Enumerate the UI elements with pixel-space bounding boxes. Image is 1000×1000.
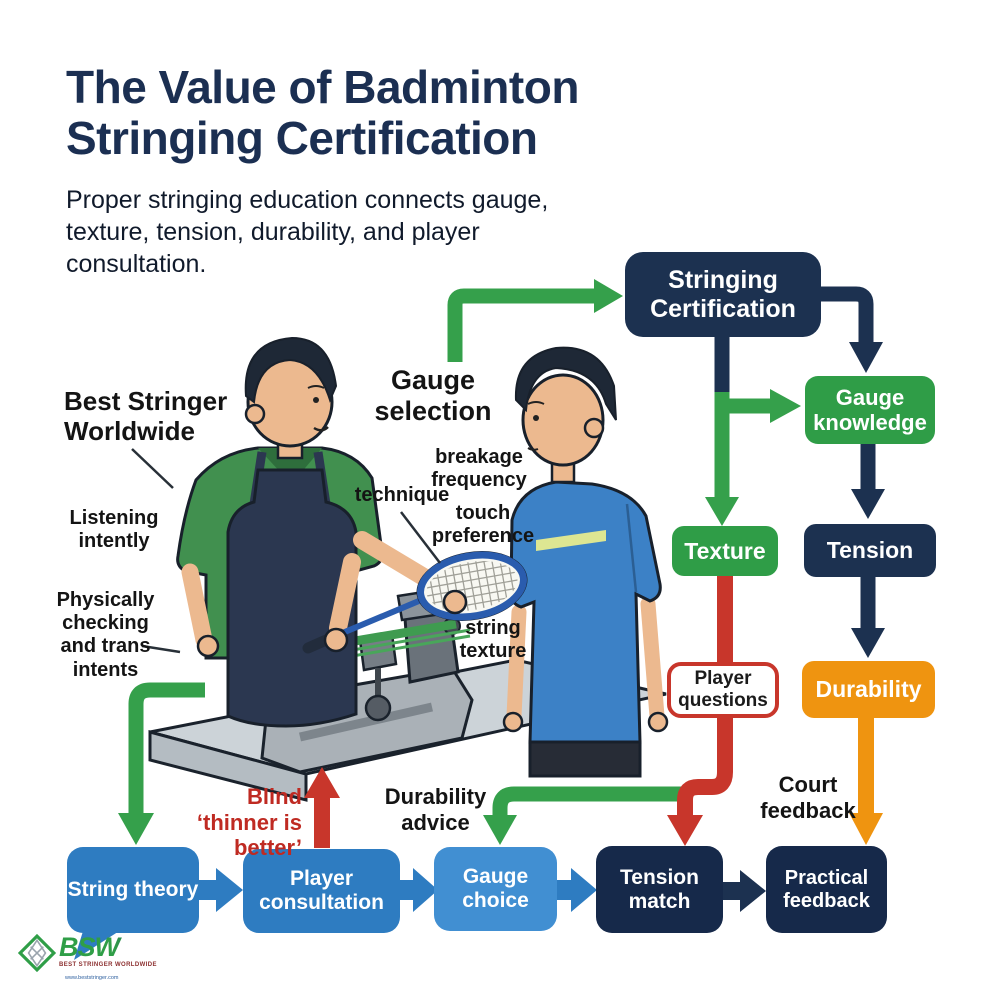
bsw-logo-icon — [18, 934, 56, 972]
bsw-logo-name: BEST STRINGER WORLDWIDE — [59, 962, 157, 968]
node-practical-feedback: Practical feedback — [766, 846, 887, 933]
page-subtitle: Proper stringing education connects gaug… — [66, 186, 549, 278]
label-durability-advice: Durability advice — [384, 784, 487, 835]
arrow-player-consultation-to-gauge-choice — [399, 868, 438, 912]
node-gauge-choice: Gauge choice — [434, 847, 557, 931]
leader-technique — [400, 511, 441, 564]
node-player-questions: Player questions — [667, 662, 779, 718]
arrow-tension-to-durability — [851, 576, 885, 658]
player-figure — [502, 346, 669, 778]
node-player-consultation: Player consultation — [243, 849, 400, 933]
bsw-logo-url: www.beststringer.com — [65, 975, 119, 981]
leader-physically-checking — [141, 644, 181, 654]
bsw-logo: BSW BEST STRINGER WORLDWIDE www.beststri… — [18, 934, 157, 981]
arrow-player-consultation-up — [304, 767, 340, 848]
node-string-theory: String theory — [67, 847, 199, 933]
label-gauge-selection: Gauge selection — [374, 365, 492, 427]
label-string-texture: string texture — [459, 617, 527, 663]
arrow-illustration-to-string-theory — [118, 682, 205, 845]
node-texture: Texture — [672, 526, 778, 576]
label-listening-intently: Listening intently — [69, 507, 159, 553]
node-tension-match: Tension match — [596, 846, 723, 933]
label-court-feedback: Court feedback — [760, 772, 856, 823]
leader-best-stringer — [131, 448, 174, 489]
arrow-gauge-choice-to-tension-match — [556, 868, 597, 912]
node-durability: Durability — [802, 661, 935, 718]
label-physically-checking: Physically checking and trans intents — [56, 589, 155, 681]
arrow-durability-advice-to-gauge-choice — [483, 786, 690, 845]
stringer-figure — [176, 336, 461, 728]
label-technique: technique — [354, 484, 450, 506]
leader-lines — [131, 448, 441, 654]
arrow-certification-to-gauge-knowledge-navy — [820, 286, 883, 373]
bsw-logo-abbr: BSW — [59, 934, 157, 961]
arrow-player-questions-to-tension-match — [667, 715, 733, 846]
badminton-racquet — [302, 551, 528, 654]
node-gauge-knowledge: Gauge knowledge — [805, 376, 935, 444]
node-tension: Tension — [804, 524, 936, 577]
label-best-stringer-worldwide: Best Stringer Worldwide — [64, 386, 228, 447]
arrow-tension-match-to-practical-feedback — [723, 870, 766, 912]
label-touch-preference: touch preference — [431, 502, 535, 548]
string-theory-bubble-tail — [74, 928, 124, 960]
label-blind-thinner: Blind ‘thinner is better’ — [196, 784, 302, 861]
arrow-durability-to-practical-feedback — [849, 716, 883, 845]
arrow-certification-down-branch — [705, 336, 801, 526]
page-title: The Value of Badminton Stringing Certifi… — [66, 61, 579, 164]
arrow-gauge-knowledge-to-tension — [851, 444, 885, 519]
node-stringing-certification: Stringing Certification — [625, 252, 821, 337]
label-breakage-frequency: breakage frequency — [431, 446, 527, 492]
arrow-gauge-selection-to-certification — [447, 279, 623, 362]
arrow-string-theory-to-player-consultation — [199, 868, 243, 912]
